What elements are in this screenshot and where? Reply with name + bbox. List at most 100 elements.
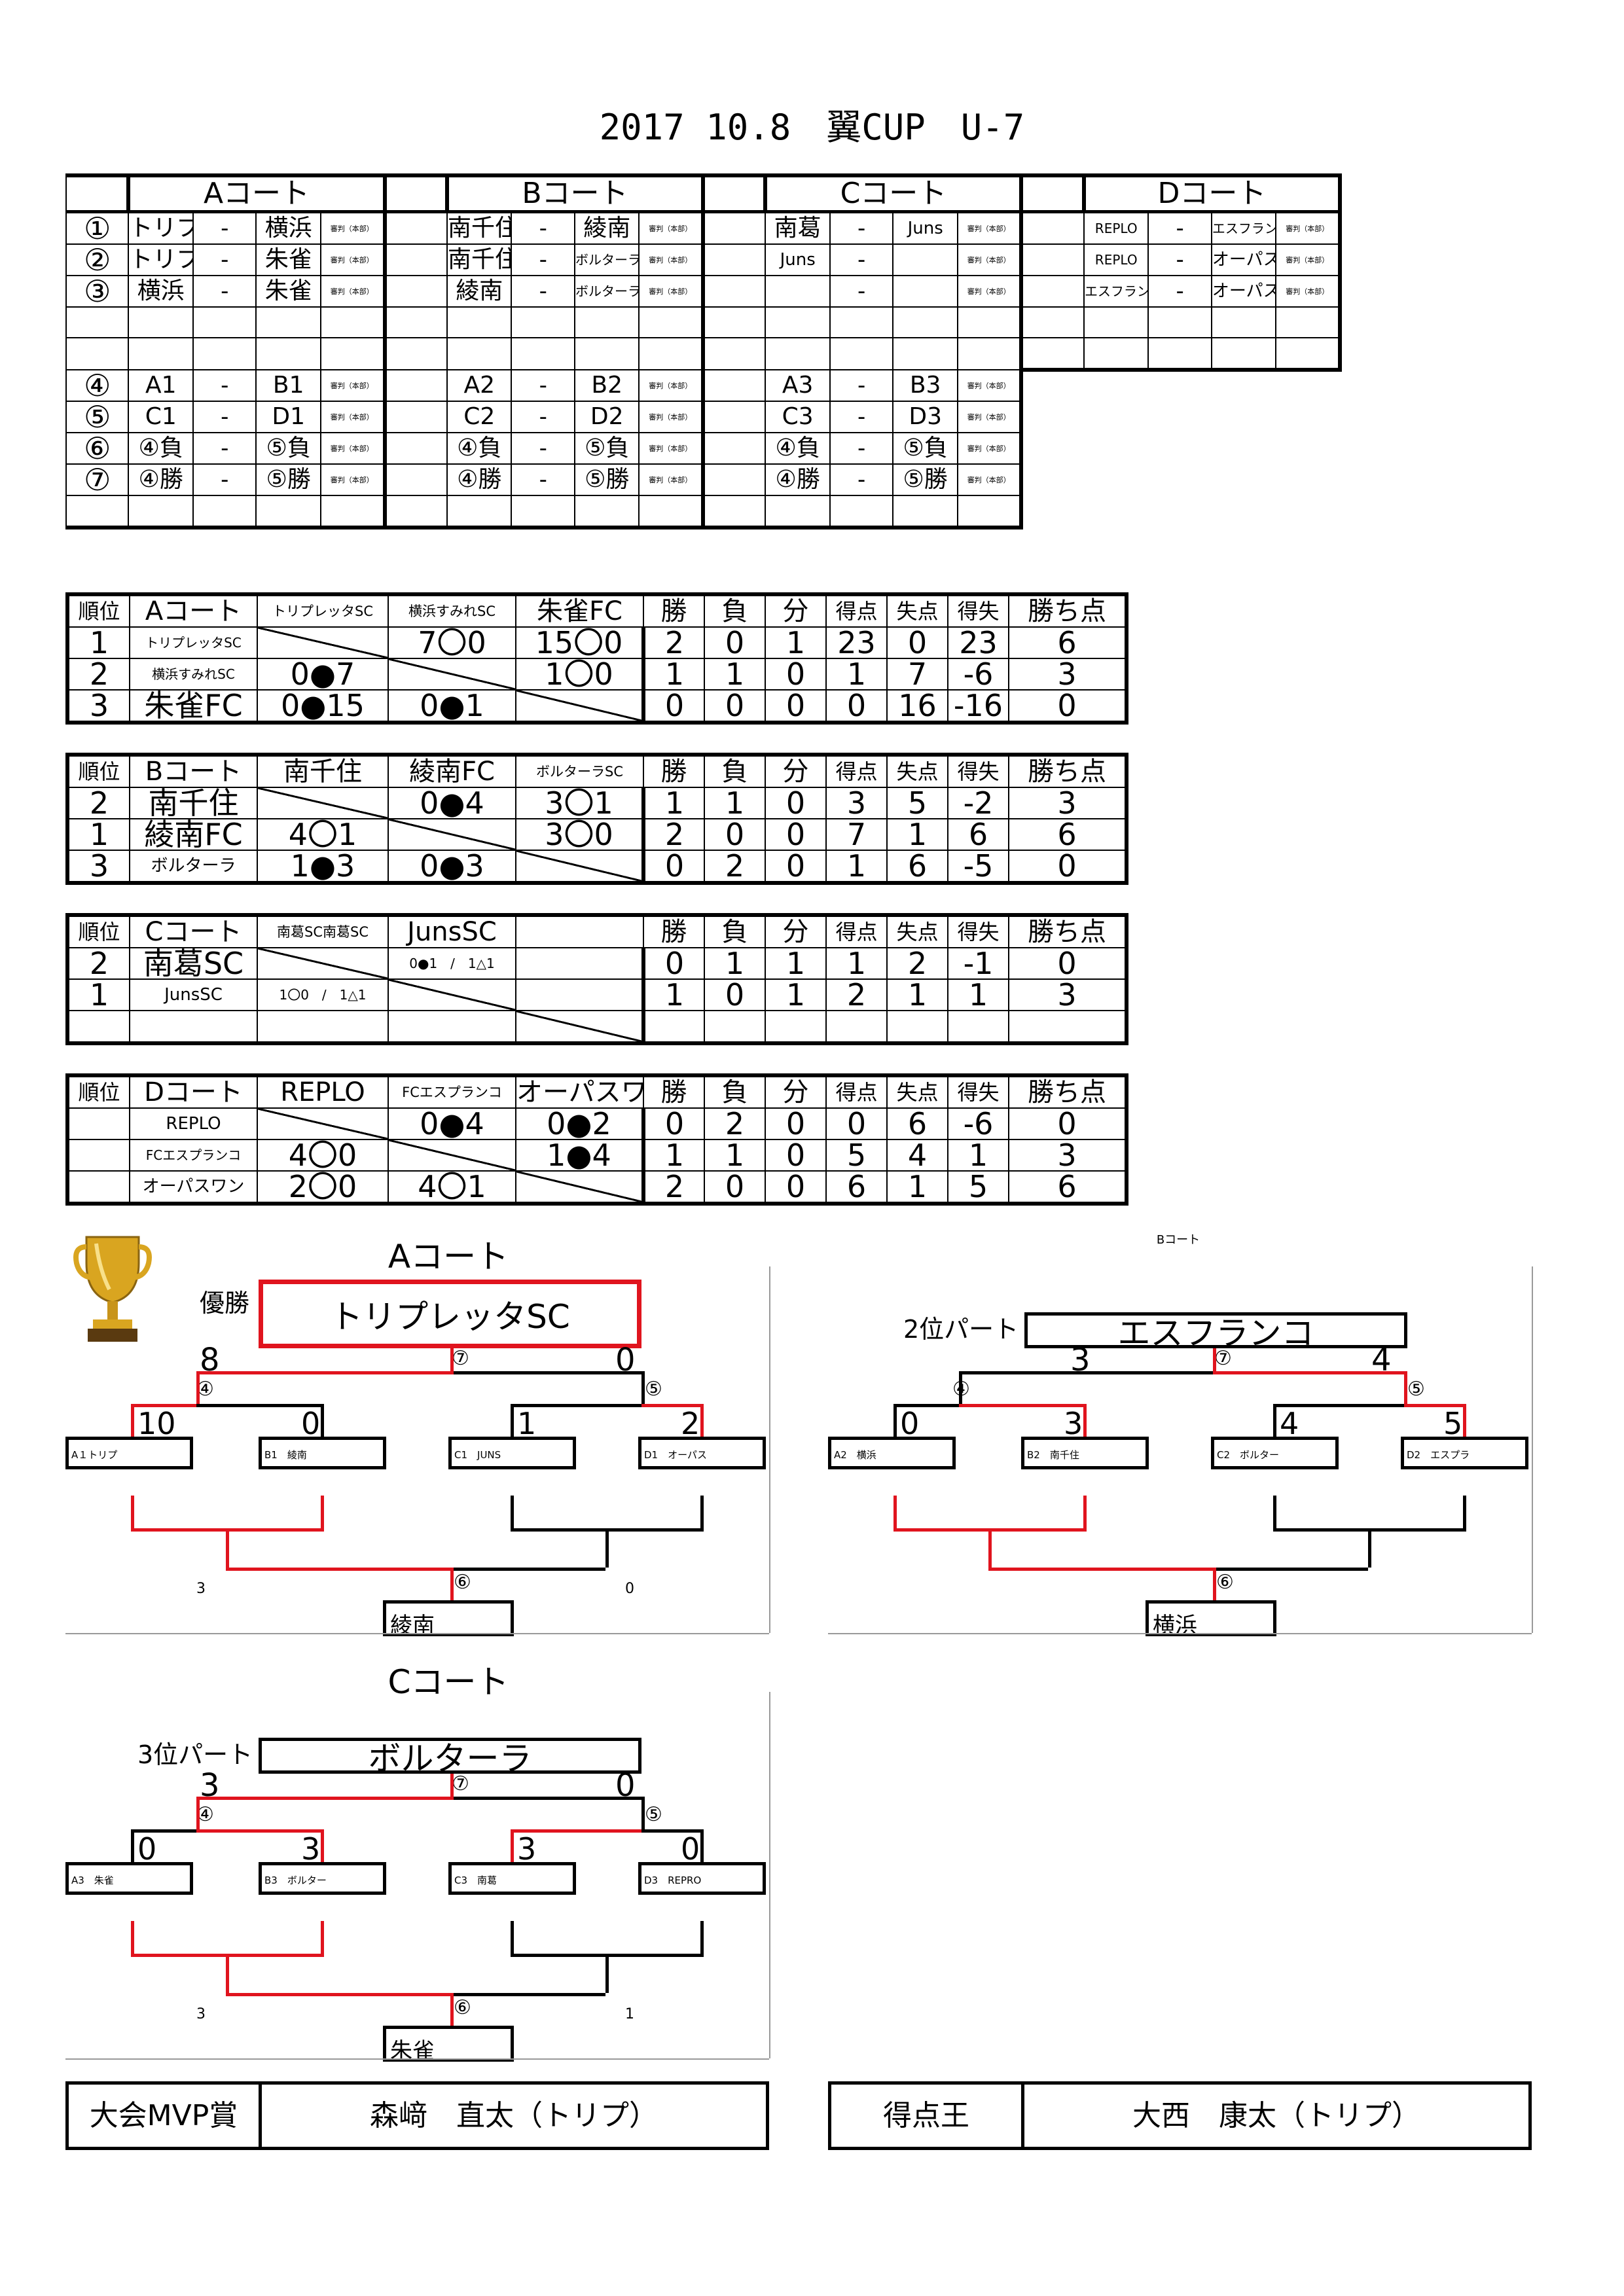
stat-gf: 23 [825, 626, 888, 659]
team-right: ⑤負 [892, 432, 958, 465]
stat-l: 1 [704, 658, 766, 691]
rank [67, 1107, 130, 1140]
final-stem [1213, 1348, 1216, 1374]
final-stem [450, 1348, 454, 1374]
semi4-left-drop [893, 1404, 897, 1437]
court-header: Aコート [129, 594, 258, 628]
team-left: ④勝 [765, 463, 831, 496]
match-5-label: ⑤ [645, 1378, 662, 1401]
team-left [1084, 401, 1149, 433]
match-result: 4〇1 [257, 818, 389, 851]
team-left: C2 [446, 401, 513, 433]
semi4-score-right: 3 [301, 1831, 321, 1867]
team-left [1083, 306, 1149, 338]
rank [67, 1010, 130, 1044]
referee [956, 306, 1024, 338]
final-bracket-right [1213, 1371, 1407, 1374]
opponent-header: REPLO [257, 1075, 389, 1109]
match-result: 0●3 [388, 850, 516, 884]
match-5-label: ⑤ [1407, 1378, 1425, 1401]
bracket-frame-bottom [828, 1633, 1532, 1634]
third-u-right-a [511, 1921, 514, 1957]
match-6-label: ⑥ [454, 1996, 471, 2019]
third-u-left-b [321, 1496, 324, 1528]
opponent-header: トリプレッタSC [257, 594, 389, 628]
stat-l: 2 [704, 1107, 766, 1140]
team-left: REPLO [1083, 243, 1149, 276]
team-box: C1 JUNS [448, 1437, 576, 1469]
stat-gd: 23 [947, 626, 1009, 659]
third-u-left-a [131, 1921, 134, 1957]
team-left: ④負 [446, 432, 513, 465]
header-gf: 得点 [825, 1075, 888, 1109]
header-pts: 勝ち点 [1008, 914, 1127, 948]
match-result [257, 947, 389, 980]
stat-w: 2 [643, 1170, 705, 1204]
match-result [388, 1139, 516, 1172]
header-d: 分 [765, 754, 827, 788]
vs-dash: - [192, 243, 257, 276]
stat-d: 0 [765, 1170, 827, 1204]
points: 6 [1008, 818, 1127, 851]
team-left [765, 337, 831, 370]
referee [1276, 495, 1340, 528]
referee: 審判（本部） [638, 401, 705, 433]
header-ga: 失点 [886, 754, 948, 788]
header-w: 勝 [643, 594, 705, 628]
referee [1276, 433, 1340, 464]
vs-dash: - [1147, 211, 1212, 245]
schedule-row: ③横浜-朱雀審判（本部）綾南-ボルターラ審判（本部）-審判（本部）エスフランコ-… [65, 275, 1342, 308]
team-box: D3 REPRO [638, 1862, 766, 1895]
round-col-spacer [700, 173, 767, 213]
semi5-stem [641, 1797, 645, 1829]
stat-w: 0 [643, 850, 705, 884]
team-right: D1 [255, 401, 321, 433]
semi5-left-line [1273, 1404, 1404, 1407]
semi5-score-left: 3 [517, 1831, 537, 1867]
team-label: A3 朱雀 [71, 1874, 114, 1886]
referee [956, 495, 1024, 529]
stat-gf: 1 [825, 947, 888, 980]
stat-d: 1 [765, 947, 827, 980]
court-header-C: Cコート [763, 173, 1024, 213]
team-box: D1 オーパス [638, 1437, 766, 1469]
header-gd: 得失 [947, 754, 1009, 788]
rank: 1 [67, 818, 130, 851]
opponent-header [515, 914, 644, 948]
semi5-left-line [511, 1404, 641, 1407]
header-d: 分 [765, 914, 827, 948]
round-label: ⑥ [65, 432, 130, 465]
round-label [700, 306, 767, 338]
team-right: ボルターラ [573, 243, 640, 276]
third-right-line [450, 1993, 605, 1996]
semi4-score-left: 0 [900, 1406, 920, 1441]
team-label: C2 ボルター [1217, 1449, 1280, 1461]
stat-ga: 1 [886, 818, 948, 851]
vs-dash [1148, 401, 1211, 433]
stat-d: 1 [765, 978, 827, 1011]
page-title: 2017 10.8 翼CUP U-7 [599, 107, 1025, 148]
team-left [765, 306, 831, 338]
referee [319, 337, 387, 370]
team-label: B2 南千住 [1027, 1449, 1079, 1461]
stat-w: 0 [643, 689, 705, 723]
semi4-score-left: 10 [137, 1406, 176, 1441]
round-label: ① [65, 211, 130, 245]
match-result [388, 818, 516, 851]
semi4-right-drop [1083, 1404, 1087, 1437]
semi4-right-line [959, 1404, 1087, 1407]
stat-d: 0 [765, 1139, 827, 1172]
header-d: 分 [765, 1075, 827, 1109]
team-name: JunsSC [129, 978, 258, 1011]
match-result [515, 978, 645, 1011]
team-right [892, 337, 958, 370]
team-right: 綾南 [573, 211, 640, 245]
third-u-right-b [700, 1921, 704, 1954]
round-label [1021, 370, 1083, 401]
rank: 1 [67, 626, 130, 659]
points: 3 [1008, 787, 1127, 819]
